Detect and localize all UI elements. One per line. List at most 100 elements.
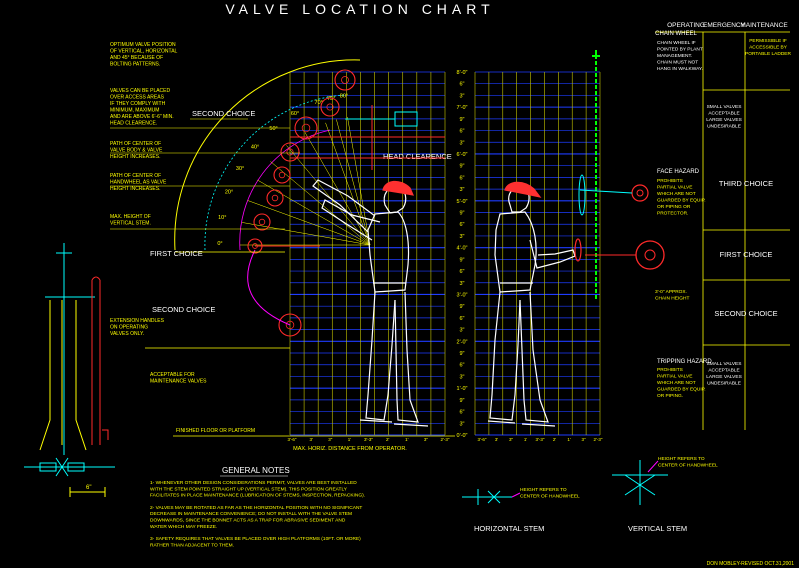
left-note-line: MAX. HEIGHT OF: [110, 214, 151, 220]
angle-label: 10°: [218, 215, 226, 221]
height-label: 9": [459, 398, 464, 404]
height-label: 6": [459, 222, 464, 228]
left-note-line: OVER ACCESS AREAS: [110, 95, 165, 101]
left-grid: [289, 71, 446, 436]
height-label: 8'-0": [457, 70, 468, 76]
left-note-line: OF VERTICAL, HORIZONTAL: [110, 49, 178, 55]
valve-hub: [278, 171, 286, 179]
general-note-line: 3- SAFETY REQUIRES THAT VALVES BE PLACED…: [150, 536, 361, 542]
general-note-line: FACILITATES IN PLACE MAINTENANCE (LUBRIC…: [150, 493, 365, 499]
left-note-line: ON OPERATING: [110, 325, 148, 331]
height-label: 9": [459, 351, 464, 357]
angle-label: 0°: [217, 241, 222, 247]
small-valves-note: ACCEPTABLE: [708, 111, 739, 117]
angle-rays: [240, 116, 371, 246]
distance-label: 3': [495, 437, 499, 442]
valve-hub: [286, 148, 294, 156]
horizontal-stem-label: HORIZONTAL STEM: [474, 524, 544, 533]
small-valves-note: SMALL VALVES: [707, 361, 742, 367]
chain-wheel-note: HANG IN WALKWAY.: [657, 66, 703, 72]
vertical-stem-diagram: [612, 460, 668, 505]
tripping-hazard-note: WHICH ARE NOT: [657, 380, 696, 386]
header-maintenance: MAINTENANCE: [740, 22, 788, 29]
height-label: 3": [459, 281, 464, 287]
height-label: 3": [459, 234, 464, 240]
left-note-line: PATH OF CENTER OF: [110, 173, 161, 179]
distance-scale-left: 3'-6"3'3"1'3'-3"2'1'3"2'-3": [288, 437, 450, 442]
tripping-hazard-note: GUARDED BY EQUIP.: [657, 387, 706, 393]
angle-label: 20°: [225, 190, 233, 196]
face-hazard-note: PROTECTOR.: [657, 211, 688, 217]
height-label: 2'-0": [457, 339, 468, 345]
third-choice: THIRD CHOICE: [719, 179, 773, 188]
height-label: 1'-0": [457, 386, 468, 392]
distance-label: 3'-3": [536, 437, 545, 442]
valve-handwheel: [273, 166, 291, 184]
chart-title: VALVE LOCATION CHART: [225, 1, 494, 17]
height-label: 7'-0": [457, 105, 468, 111]
angle-ray: [257, 179, 371, 246]
left-note-line: VALVE BODY & VALVE: [110, 148, 163, 154]
second-choice: SECOND CHOICE: [714, 309, 777, 318]
horizontal-stem-diagram: [462, 489, 521, 505]
distance-label: 3": [424, 437, 429, 442]
height-label: 3": [459, 93, 464, 99]
angle-ray: [325, 122, 371, 246]
general-note-line: DOWNWARDS, SINCE THE BONNET ACTS AS A TR…: [150, 518, 346, 524]
dimension-label: 6": [86, 485, 91, 491]
distance-label: 2': [386, 437, 390, 442]
permissible-note: PERMISSIBLE IF: [749, 38, 787, 44]
distance-label: 2': [553, 437, 557, 442]
left-note-line: AND ARE ABOVE 6'-6" MIN.: [110, 114, 174, 120]
height-label: 3'-0": [457, 292, 468, 298]
valve-hub: [341, 76, 349, 84]
operator-figure-right: [487, 181, 576, 427]
distance-label: 3": [581, 437, 586, 442]
operator-figure-left: [312, 179, 429, 427]
height-scale: 8'-0"6"3"7'-0"9"6"3"6'-0"9"6"3"5'-0"9"6"…: [457, 70, 468, 439]
tripping-hazard-note: OR PIPING.: [657, 393, 683, 399]
permissible-note: PORTABLE LADDER: [745, 51, 791, 57]
angle-label: 60°: [291, 111, 299, 117]
height-label: 6": [459, 175, 464, 181]
valve-handwheel: [280, 142, 300, 162]
general-note-line: WITH THE STEM POINTED STRAIGHT UP (VERTI…: [150, 486, 348, 492]
face-hazard-note: WHICH ARE NOT: [657, 191, 696, 197]
valve-handwheel: [278, 313, 302, 337]
face-hazard-note: PROHIBITS: [657, 178, 683, 184]
valve-handwheel: [253, 213, 271, 231]
small-valves-note: SMALL VALVES: [707, 104, 742, 110]
height-label: 3": [459, 421, 464, 427]
vertical-stem-note: HEIGHT REFERS TO: [658, 456, 705, 462]
general-note-line: RATHER THAN ADJACENT TO THEM.: [150, 542, 234, 548]
chain-wheel-assembly: [574, 50, 665, 300]
horizontal-stem-note: CENTER OF HANDWHEEL: [520, 494, 580, 500]
small-valves-note: LARGE VALVES: [706, 374, 742, 380]
floor-label: FINISHED FLOOR OR PLATFORM: [176, 428, 255, 434]
angle-label: 70°: [315, 100, 323, 106]
valve-hub: [258, 218, 266, 226]
left-note-line: BOLTING PATTERNS.: [110, 62, 160, 68]
face-hazard-note: GUARDED BY EQUIP.: [657, 198, 706, 204]
left-note-line: OPTIMUM VALVE POSITION: [110, 42, 176, 48]
distance-scale-right: 3'-6"3'3"1'3'-3"2'1'3"2'-3": [478, 437, 603, 442]
height-label: 6": [459, 129, 464, 135]
distance-label: 3'-3": [364, 437, 373, 442]
general-notes-heading: GENERAL NOTES: [222, 466, 290, 475]
left-note-line: HEAD CLEARENCE.: [110, 121, 157, 127]
left-note-line: VERTICAL STEM.: [110, 221, 151, 227]
left-note-line: VALVES CAN BE PLACED: [110, 88, 171, 94]
height-label: 5'-0": [457, 199, 468, 205]
distance-label: 2'-3": [594, 437, 603, 442]
footer-credit: DON MOBLEY-REVISED OCT.31,2001: [707, 561, 795, 567]
angle-ray: [241, 222, 371, 246]
vertical-stem-note: CENTER OF HANDWHEEL: [658, 463, 718, 469]
height-label: 3": [459, 328, 464, 334]
chain-wheel-note: CHAIN MUST NOT: [657, 60, 698, 66]
angle-ray: [247, 200, 371, 246]
valve-hub: [326, 103, 334, 111]
angle-label: 80°: [340, 93, 348, 99]
